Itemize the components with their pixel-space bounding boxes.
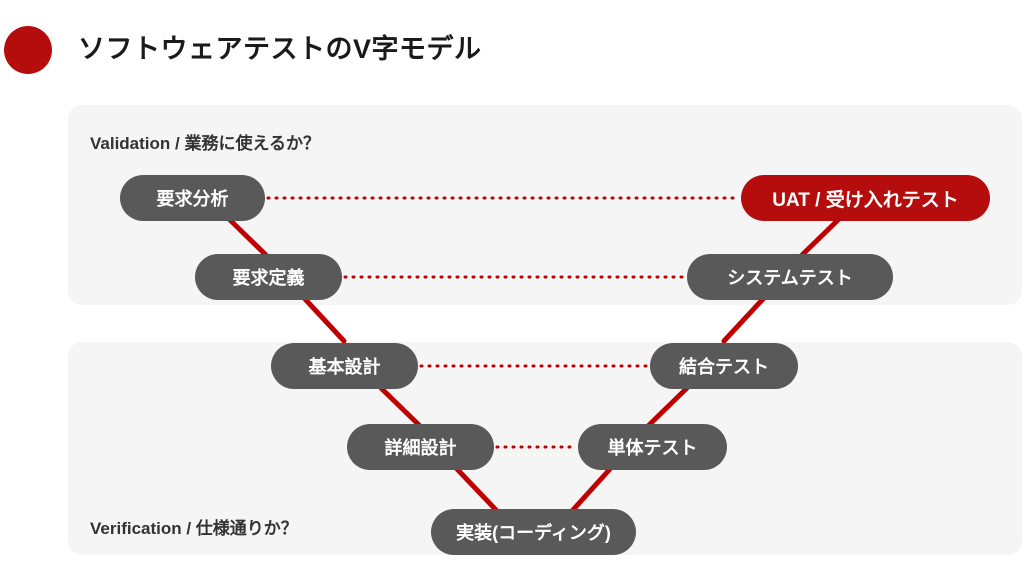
page-header: ソフトウェアテストのV字モデル — [0, 0, 1024, 100]
node-system-test[interactable]: システムテスト — [687, 254, 893, 300]
node-req-definition[interactable]: 要求定義 — [195, 254, 342, 300]
page-title: ソフトウェアテストのV字モデル — [78, 34, 482, 64]
node-integration-test[interactable]: 結合テスト — [650, 343, 798, 389]
node-req-analysis[interactable]: 要求分析 — [120, 175, 265, 221]
v-edge-integration-test-system-test — [721, 296, 766, 344]
verification-panel-label: Verification / 仕様通りか？ — [90, 519, 298, 538]
node-detail-design[interactable]: 詳細設計 — [347, 424, 494, 470]
v-edge-req-definition-basic-design — [302, 296, 347, 344]
node-basic-design[interactable]: 基本設計 — [271, 343, 418, 389]
node-unit-test[interactable]: 単体テスト — [578, 424, 727, 470]
bullet-circle-icon — [4, 26, 52, 74]
validation-panel-label: Validation / 業務に使えるか？ — [90, 134, 320, 153]
node-uat[interactable]: UAT / 受け入れテスト — [741, 175, 990, 221]
node-implementation[interactable]: 実装(コーディング) — [431, 509, 636, 555]
